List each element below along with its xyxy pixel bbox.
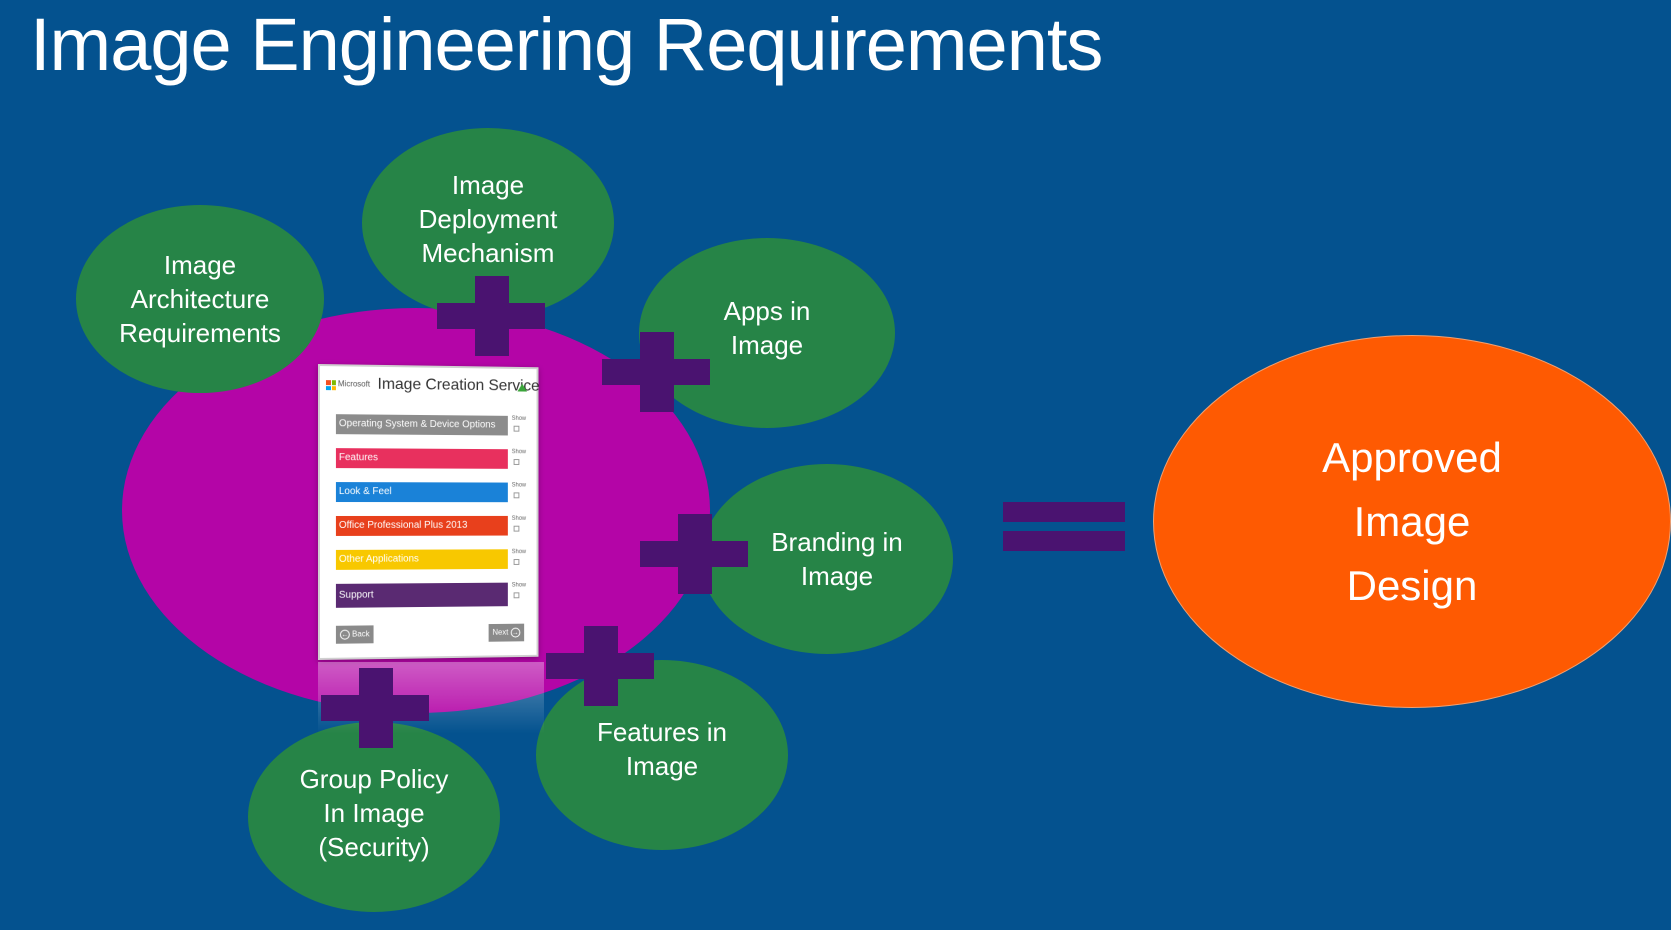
bubble-line: Requirements — [119, 318, 281, 348]
bubble-line: Image — [163, 250, 237, 280]
plus-icon — [546, 626, 654, 706]
show-label: Show — [511, 415, 527, 422]
equals-icon-top — [1003, 502, 1125, 522]
microsoft-logo-icon — [325, 380, 336, 391]
show-label: Show — [511, 549, 527, 556]
bubble-line: Image — [730, 330, 804, 360]
result-line: Design — [1346, 561, 1478, 609]
app-title: Image Creation Service — [377, 375, 540, 395]
result-approved-image-design: Approved Image Design — [1153, 335, 1671, 708]
bubble-line: Image — [800, 561, 874, 591]
bubble-apps-in-image: Apps in Image — [639, 238, 895, 428]
bubble-line: Branding in — [771, 527, 903, 557]
option-other-apps[interactable]: Other Applications — [335, 549, 508, 570]
option-support[interactable]: Support — [335, 582, 508, 608]
home-icon[interactable] — [517, 383, 528, 392]
show-label: Show — [511, 449, 527, 456]
bubble-features-in-image: Features in Image — [536, 660, 788, 850]
bubble-line: Mechanism — [421, 238, 555, 268]
bubble-image-architecture-requirements: Image Architecture Requirements — [76, 205, 324, 393]
plus-icon — [321, 668, 429, 748]
show-checkbox[interactable] — [513, 459, 520, 465]
show-checkbox[interactable] — [513, 425, 520, 432]
show-checkbox[interactable] — [513, 525, 520, 532]
result-line: Approved — [1322, 433, 1502, 481]
app-window-screenshot: Microsoft Image Creation Service Operati… — [318, 364, 540, 660]
result-line: Image — [1353, 497, 1471, 545]
bubble-line: Group Policy — [299, 764, 449, 794]
back-button[interactable]: ← Back — [335, 625, 374, 644]
show-label: Show — [511, 515, 527, 522]
show-label: Show — [511, 482, 527, 489]
bubble-line: Architecture — [130, 284, 270, 314]
bubble-line: (Security) — [318, 832, 430, 862]
plus-icon — [602, 332, 710, 412]
bubble-line: Features in — [596, 717, 728, 747]
bubble-group-policy-in-image: Group Policy In Image (Security) — [248, 722, 500, 912]
next-label: Next — [492, 627, 509, 637]
next-arrow-icon: → — [510, 627, 521, 638]
brand-name: Microsoft — [337, 379, 371, 389]
plus-icon — [640, 514, 748, 594]
show-checkbox[interactable] — [513, 492, 520, 499]
bubble-line: In Image — [323, 798, 425, 828]
bubble-line: Deployment — [418, 204, 558, 234]
option-features[interactable]: Features — [335, 448, 508, 469]
option-look-feel[interactable]: Look & Feel — [335, 482, 508, 503]
plus-icon — [437, 276, 545, 356]
show-checkbox[interactable] — [513, 559, 520, 565]
bubble-line: Image — [625, 751, 699, 781]
equals-icon-bottom — [1003, 531, 1125, 551]
next-button[interactable]: Next → — [488, 623, 524, 642]
back-label: Back — [352, 629, 370, 639]
option-os-device[interactable]: Operating System & Device Options — [335, 414, 508, 436]
app-header: Microsoft Image Creation Service — [325, 374, 540, 402]
option-office[interactable]: Office Professional Plus 2013 — [335, 515, 508, 536]
slide-title: Image Engineering Requirements — [30, 3, 1103, 86]
bubble-line: Apps in — [723, 296, 811, 326]
back-arrow-icon: ← — [339, 629, 350, 640]
show-checkbox[interactable] — [513, 592, 520, 599]
show-label: Show — [511, 582, 527, 589]
bubble-line: Image — [451, 170, 525, 200]
bubble-image-deployment-mechanism: Image Deployment Mechanism — [362, 128, 614, 318]
